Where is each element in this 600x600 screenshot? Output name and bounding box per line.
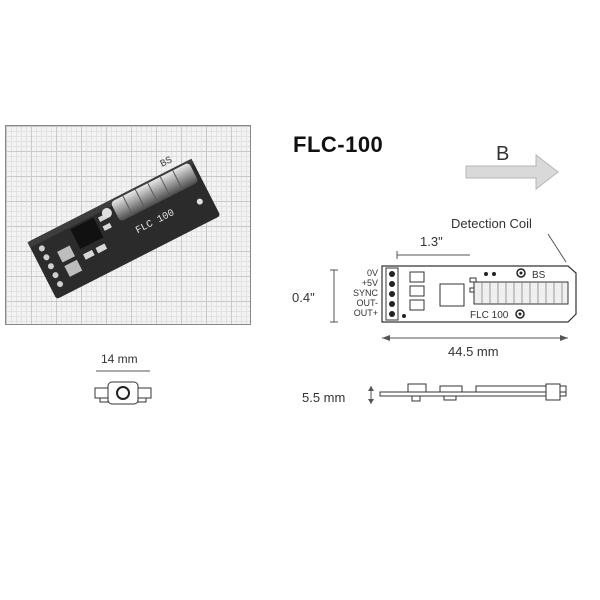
pin-label-out-plus: OUT+ bbox=[354, 308, 378, 318]
width-label: 14 mm bbox=[101, 352, 138, 366]
board-bs-label: BS bbox=[532, 270, 546, 281]
pin-label-5v: +5V bbox=[362, 278, 378, 288]
coil-length-label: 1.3" bbox=[420, 234, 443, 249]
board-model-label: FLC 100 bbox=[470, 310, 509, 321]
end-view-drawing bbox=[94, 381, 152, 405]
height-label: 0.4" bbox=[292, 290, 315, 305]
sensor-photo: FLC 100 BS bbox=[5, 125, 251, 325]
field-direction-arrow bbox=[465, 153, 559, 191]
board-top-view bbox=[381, 265, 577, 323]
pin-label-sync: SYNC bbox=[353, 288, 379, 298]
page-title: FLC-100 bbox=[293, 132, 384, 157]
thickness-label: 5.5 mm bbox=[302, 390, 345, 405]
detection-coil-label: Detection Coil bbox=[451, 216, 532, 231]
pin-label-0v: 0V bbox=[367, 268, 378, 278]
pin-label-out-minus: OUT- bbox=[357, 298, 379, 308]
field-label: B bbox=[496, 143, 509, 165]
side-view-drawing bbox=[379, 383, 567, 402]
length-label: 44.5 mm bbox=[448, 344, 499, 359]
connector-pads bbox=[38, 245, 64, 288]
photo-bs-label: BS bbox=[159, 155, 175, 170]
sensor-photo-drawing: FLC 100 BS bbox=[27, 155, 220, 299]
